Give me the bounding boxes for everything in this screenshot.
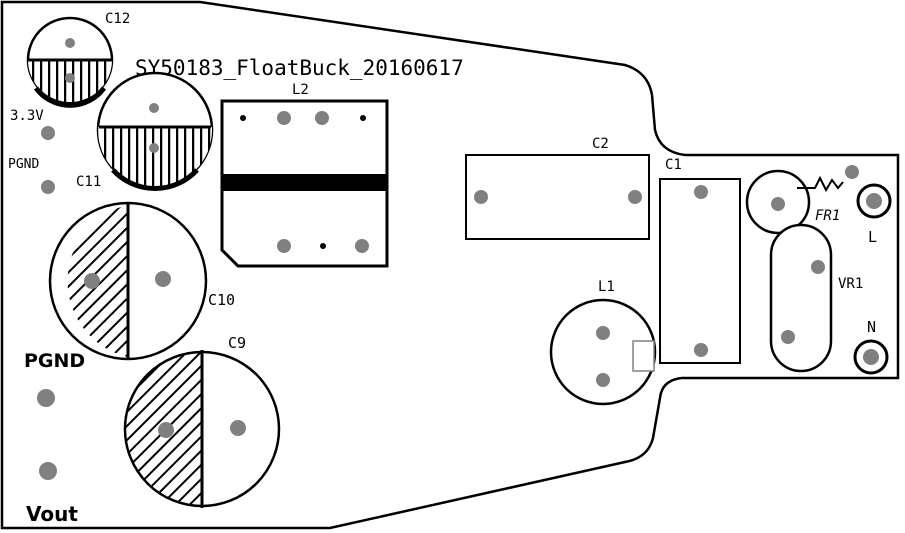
pad [277,239,291,253]
pad [474,190,488,204]
pad [811,260,825,274]
inductor-l1 [549,298,657,406]
pad [596,373,610,387]
pad [596,326,610,340]
pad [84,273,100,289]
terminal-n [853,339,889,375]
pad [155,271,171,287]
label-c10: C10 [208,291,235,309]
pad [158,422,174,438]
label-pgnd: PGND [24,350,85,372]
test-point-3v3 [41,126,55,140]
test-point-pgnd [37,389,55,407]
label-vr1: VR1 [838,276,863,292]
label-l1: L1 [598,279,615,295]
test-point-vout [39,462,57,480]
pad [230,420,246,436]
label-vout: Vout [26,502,78,526]
pad [628,190,642,204]
capacitor-c1 [659,178,741,364]
capacitor-c10 [48,201,208,361]
capacitor-c9 [123,350,281,508]
pad [65,38,75,48]
test-point-pgnd-small [41,180,55,194]
label-l: L [868,228,877,246]
pad [277,111,291,125]
label-c1: C1 [665,157,682,173]
inductor-l2 [220,99,389,268]
label-c11: C11 [76,174,101,190]
label-fr1: FR1 [815,208,840,224]
capacitor-c11 [96,71,214,191]
pad [845,165,859,179]
pad [694,343,708,357]
pad [65,73,75,83]
label-3v3: 3.3V [10,108,44,124]
capacitor-c12 [26,16,114,108]
label-c12: C12 [105,11,130,27]
pad [771,197,785,211]
terminal-l [856,183,892,219]
label-n: N [867,318,876,336]
varistor-vr1 [769,223,833,373]
label-c9: C9 [228,334,246,352]
pad [781,330,795,344]
pad [315,111,329,125]
pad [149,143,159,153]
capacitor-c2 [465,154,650,240]
label-c2: C2 [592,136,609,152]
fuse-resistor-fr1 [745,165,859,235]
label-pgnd-small: PGND [8,157,39,172]
board-title: SY50183_FloatBuck_20160617 [135,56,464,80]
pad [149,103,159,113]
pad [694,185,708,199]
pad [355,239,369,253]
label-l2: L2 [292,82,309,98]
